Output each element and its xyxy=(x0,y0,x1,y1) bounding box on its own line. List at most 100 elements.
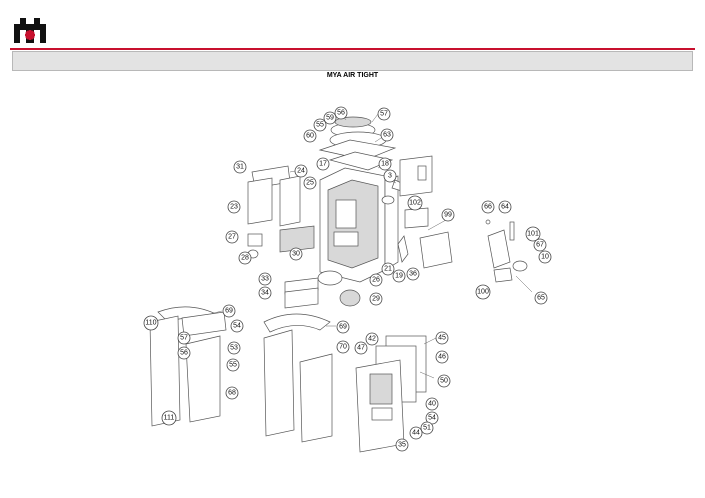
svg-text:26: 26 xyxy=(372,277,380,284)
svg-text:27: 27 xyxy=(228,234,236,241)
svg-text:46: 46 xyxy=(438,354,446,361)
part-callout: 99 xyxy=(441,208,455,222)
svg-text:69: 69 xyxy=(225,308,233,315)
part-callout: 25 xyxy=(303,176,317,190)
part-callout: 19 xyxy=(392,269,406,283)
svg-text:55: 55 xyxy=(229,362,237,369)
svg-text:50: 50 xyxy=(440,378,448,385)
part-callout: 57 xyxy=(377,107,391,121)
part-callout: 10 xyxy=(538,250,552,264)
left-side-parts xyxy=(247,165,315,259)
svg-text:64: 64 xyxy=(501,204,509,211)
header-divider xyxy=(10,48,695,50)
svg-text:67: 67 xyxy=(536,242,544,249)
part-callout: 70 xyxy=(336,340,350,354)
part-callout: 17 xyxy=(316,157,330,171)
part-callout: 45 xyxy=(435,331,449,345)
part-callout: 64 xyxy=(498,200,512,214)
svg-text:23: 23 xyxy=(230,204,238,211)
svg-text:24: 24 xyxy=(297,168,305,175)
part-callout: 57 xyxy=(177,331,191,345)
part-callout: 40 xyxy=(425,397,439,411)
part-callout: 44 xyxy=(409,426,423,440)
part-callout: 30 xyxy=(289,247,303,261)
accessory-parts xyxy=(485,219,528,283)
svg-text:33: 33 xyxy=(261,276,269,283)
svg-text:19: 19 xyxy=(395,273,403,280)
svg-text:60: 60 xyxy=(306,133,314,140)
svg-text:45: 45 xyxy=(438,335,446,342)
svg-text:68: 68 xyxy=(228,390,236,397)
part-callout: 34 xyxy=(258,286,272,300)
part-callout: 69 xyxy=(222,304,236,318)
svg-text:18: 18 xyxy=(381,161,389,168)
part-callout: 26 xyxy=(369,273,383,287)
svg-text:101: 101 xyxy=(527,231,539,238)
top-lid-parts xyxy=(318,116,397,171)
svg-text:59: 59 xyxy=(326,115,334,122)
svg-text:54: 54 xyxy=(428,415,436,422)
part-callout: 69 xyxy=(336,320,350,334)
svg-text:69: 69 xyxy=(339,324,347,331)
svg-text:53: 53 xyxy=(230,345,238,352)
part-callout: 42 xyxy=(365,332,379,346)
rear-panel xyxy=(399,155,433,229)
middle-cladding xyxy=(263,313,333,443)
part-callout: 51 xyxy=(420,421,434,435)
part-callout: 47 xyxy=(354,341,368,355)
svg-text:25: 25 xyxy=(306,180,314,187)
svg-text:63: 63 xyxy=(383,132,391,139)
svg-text:54: 54 xyxy=(233,323,241,330)
part-callout: 46 xyxy=(435,350,449,364)
svg-text:35: 35 xyxy=(398,442,406,449)
part-callout: 21 xyxy=(381,262,395,276)
svg-text:100: 100 xyxy=(477,289,489,296)
part-callout: 54 xyxy=(425,411,439,425)
part-callout: 23 xyxy=(227,200,241,214)
svg-text:10: 10 xyxy=(541,254,549,261)
part-callout: 54 xyxy=(230,319,244,333)
part-callout: 55 xyxy=(313,118,327,132)
part-callout: 56 xyxy=(177,346,191,360)
header-bar xyxy=(12,51,693,71)
svg-text:21: 21 xyxy=(384,266,392,273)
svg-text:29: 29 xyxy=(372,296,380,303)
part-callout: 36 xyxy=(406,267,420,281)
svg-text:57: 57 xyxy=(380,111,388,118)
part-callout: 100 xyxy=(475,284,491,300)
svg-text:55: 55 xyxy=(316,122,324,129)
svg-text:51: 51 xyxy=(423,425,431,432)
part-callout: 66 xyxy=(481,200,495,214)
svg-text:44: 44 xyxy=(412,430,420,437)
svg-text:65: 65 xyxy=(537,295,545,302)
part-callout: 35 xyxy=(395,438,409,452)
part-callout: 65 xyxy=(534,291,548,305)
svg-text:30: 30 xyxy=(292,251,300,258)
svg-text:34: 34 xyxy=(261,290,269,297)
part-callout: 3 xyxy=(383,169,397,183)
motor-parts xyxy=(284,231,453,309)
part-callout: 33 xyxy=(258,272,272,286)
svg-text:99: 99 xyxy=(444,212,452,219)
svg-text:42: 42 xyxy=(368,336,376,343)
svg-text:66: 66 xyxy=(484,204,492,211)
svg-text:36: 36 xyxy=(409,271,417,278)
part-callout: 56 xyxy=(334,106,348,120)
part-callout: 67 xyxy=(533,238,547,252)
part-callout: 63 xyxy=(380,128,394,142)
part-callout: 24 xyxy=(294,164,308,178)
svg-text:56: 56 xyxy=(180,350,188,357)
part-callout: 101 xyxy=(525,226,541,242)
svg-text:102: 102 xyxy=(409,200,421,207)
svg-text:3: 3 xyxy=(388,173,392,180)
svg-text:31: 31 xyxy=(236,164,244,171)
part-callout: 55 xyxy=(226,358,240,372)
part-callout: 31 xyxy=(233,160,247,174)
part-callout: 102 xyxy=(407,195,423,211)
svg-text:17: 17 xyxy=(319,161,327,168)
part-callout: 59 xyxy=(323,111,337,125)
part-callout: 27 xyxy=(225,230,239,244)
part-callout: 111 xyxy=(161,410,177,426)
company-logo-icon xyxy=(14,18,46,43)
